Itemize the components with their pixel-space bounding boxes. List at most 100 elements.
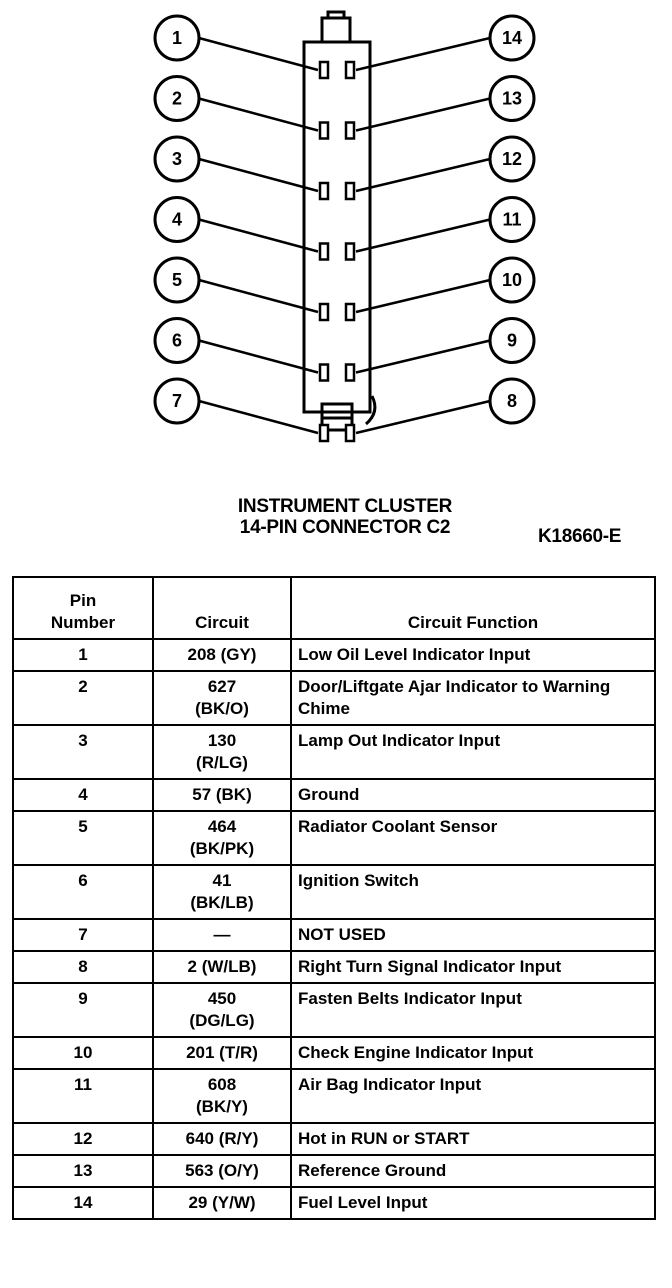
pin-terminal-11 — [344, 242, 356, 261]
cell-circuit: 640 (R/Y) — [152, 1122, 292, 1156]
connector-latch-top — [320, 16, 352, 42]
pin-label-3: 3 — [172, 149, 182, 169]
circuit-line: 608 — [207, 1075, 237, 1094]
connector-housing — [302, 10, 377, 432]
circuit-line: 640 (R/Y) — [185, 1129, 259, 1148]
cell-circuit: 563 (O/Y) — [152, 1154, 292, 1188]
pin-label-12: 12 — [502, 149, 522, 169]
pin-label-14: 14 — [502, 28, 522, 48]
cell-circuit: 130(R/LG) — [152, 724, 292, 780]
cell-circuit: 41 (BK/LB) — [152, 864, 292, 920]
cell-circuit-function: Fuel Level Input — [290, 1186, 656, 1220]
cell-pin-number: 8 — [12, 950, 154, 984]
header-pin-line-2: Number — [50, 613, 116, 632]
pin-terminal-14 — [344, 60, 356, 80]
pin-callout-11: 11 — [344, 196, 536, 261]
pin-terminal-5 — [318, 302, 330, 322]
header-pin-number: Pin Number — [12, 576, 154, 640]
pin-leader-3 — [198, 157, 319, 193]
pin-callout-4: 4 — [153, 196, 330, 261]
circuit-line: (BK/O) — [195, 699, 249, 718]
cell-circuit: 608 (BK/Y) — [152, 1068, 292, 1124]
pin-callout-7: 7 — [153, 377, 330, 443]
circuit-line: 627 — [207, 677, 237, 696]
pin-callout-8: 8 — [344, 377, 536, 443]
cell-circuit-function: Door/Liftgate Ajar Indicator to Warning … — [290, 670, 656, 726]
pin-leader-1 — [198, 36, 319, 72]
pin-leader-14 — [355, 36, 491, 72]
pin-leader-13 — [355, 97, 491, 132]
cell-circuit-function: Check Engine Indicator Input — [290, 1036, 656, 1070]
table-row: 11 608 (BK/Y) Air Bag Indicator Input — [12, 1068, 656, 1124]
pin-terminal-1 — [318, 60, 330, 80]
pin-circle-1 — [153, 14, 201, 62]
cell-circuit-function: Lamp Out Indicator Input — [290, 724, 656, 780]
circuit-line: 57 (BK) — [192, 785, 252, 804]
pin-callout-6: 6 — [153, 317, 330, 382]
circuit-line: 2 (W/LB) — [187, 957, 257, 976]
pin-terminal-6 — [318, 363, 330, 382]
pin-label-8: 8 — [507, 391, 517, 411]
cell-pin-number: 11 — [12, 1068, 154, 1124]
pin-callout-14: 14 — [344, 14, 536, 80]
pin-terminal-13 — [344, 121, 356, 140]
diagram-caption: INSTRUMENT CLUSTER 14-PIN CONNECTOR C2 — [140, 496, 550, 538]
pin-leader-4 — [198, 218, 319, 253]
pin-leader-10 — [355, 278, 491, 314]
cell-pin-number: 14 — [12, 1186, 154, 1220]
circuit-line: (BK/Y) — [196, 1097, 248, 1116]
pin-circle-13 — [488, 75, 536, 122]
cell-circuit-function: NOT USED — [290, 918, 656, 952]
connector-tail-curve — [364, 395, 377, 426]
cell-circuit-function: Low Oil Level Indicator Input — [290, 638, 656, 672]
pin-label-7: 7 — [172, 391, 182, 411]
pin-label-1: 1 — [172, 28, 182, 48]
pin-label-10: 10 — [502, 270, 522, 290]
circuit-line: (R/LG) — [196, 753, 248, 772]
pin-leader-7 — [198, 399, 319, 435]
cell-circuit-function: Fasten Belts Indicator Input — [290, 982, 656, 1038]
pin-leader-9 — [355, 339, 491, 374]
cell-pin-number: 5 — [12, 810, 154, 866]
circuit-line: 450 — [207, 989, 237, 1008]
pin-leader-6 — [198, 339, 319, 374]
pin-terminal-10 — [344, 302, 356, 322]
cell-circuit-function: Ignition Switch — [290, 864, 656, 920]
cell-circuit-function: Air Bag Indicator Input — [290, 1068, 656, 1124]
pin-leader-5 — [198, 278, 319, 314]
pin-callout-9: 9 — [344, 317, 536, 382]
pin-circle-3 — [153, 135, 201, 183]
circuit-line: 41 — [212, 871, 232, 890]
figure-code: K18660-E — [538, 526, 622, 547]
cell-circuit-function: Ground — [290, 778, 656, 812]
cell-circuit-function: Hot in RUN or START — [290, 1122, 656, 1156]
circuit-line: (BK/LB) — [190, 893, 254, 912]
cell-pin-number: 2 — [12, 670, 154, 726]
header-circuit-function: Circuit Function — [290, 576, 656, 640]
cell-circuit: 208 (GY) — [152, 638, 292, 672]
pin-label-11: 11 — [502, 210, 521, 230]
table-row: 7—NOT USED — [12, 918, 656, 952]
pin-terminal-8 — [344, 423, 356, 443]
table-header-row: Pin Number Circuit Circuit Function — [12, 576, 656, 640]
circuit-line: 201 (T/R) — [186, 1043, 258, 1062]
pin-circle-12 — [488, 135, 536, 183]
pin-terminal-4 — [318, 242, 330, 261]
cell-circuit-function: Radiator Coolant Sensor — [290, 810, 656, 866]
cell-circuit: 57 (BK) — [152, 778, 292, 812]
pin-circle-6 — [153, 317, 201, 364]
pin-terminal-9 — [344, 363, 356, 382]
pin-circle-2 — [153, 75, 201, 122]
cell-circuit: — — [152, 918, 292, 952]
pin-callout-2: 2 — [153, 75, 330, 140]
